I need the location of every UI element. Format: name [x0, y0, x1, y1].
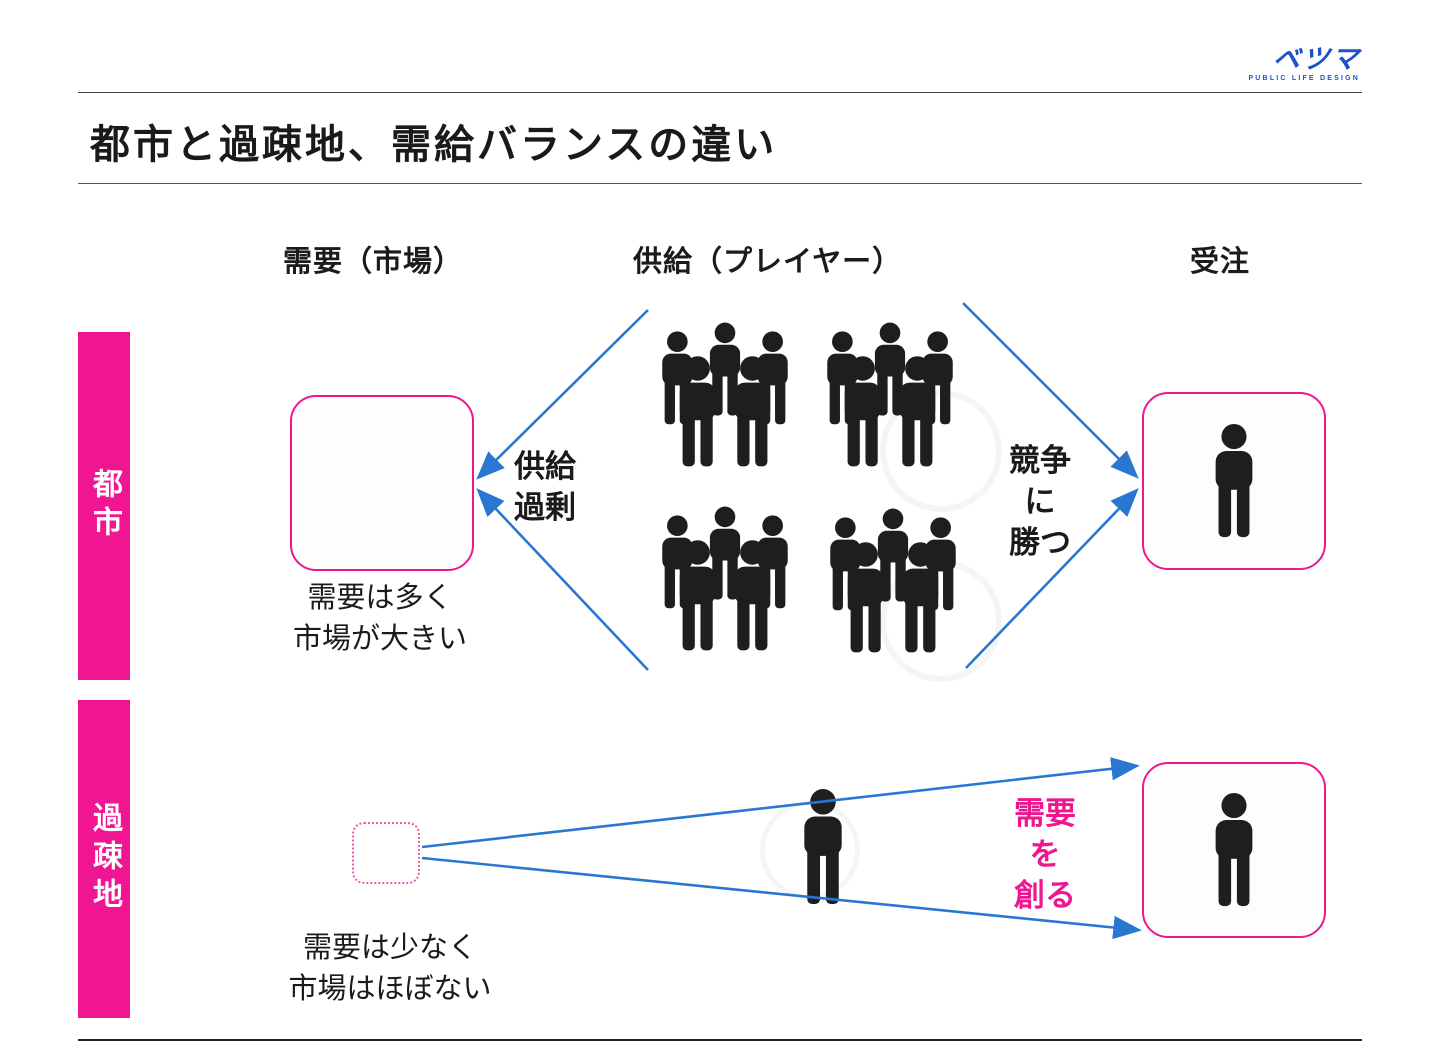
rural-demand-caption: 需要は少なく 市場はほぼない: [255, 928, 525, 1010]
create-demand-line3: 創る: [1014, 878, 1076, 913]
person-icon: [792, 788, 854, 906]
person-icon: [1204, 792, 1264, 908]
top-divider: [78, 92, 1362, 93]
city-demand-box: [290, 395, 474, 571]
create-demand-label: 需要 を 創る: [990, 793, 1100, 916]
crowd-icon: [815, 316, 965, 474]
row-band-city-label: 都市: [88, 468, 121, 544]
create-demand-line2: を: [1029, 837, 1061, 872]
create-demand-line1: 需要: [1014, 796, 1076, 831]
rural-demand-caption-line1: 需要は少なく: [302, 932, 477, 964]
bottom-divider: [78, 1039, 1362, 1041]
row-band-city: 都市: [78, 332, 130, 680]
city-demand-caption-line2: 市場が大きい: [292, 623, 467, 655]
person-icon: [1204, 423, 1264, 539]
column-header-order: 受注: [1190, 246, 1251, 278]
page-title: 都市と過疎地、需給バランスの違い: [90, 123, 778, 167]
city-demand-caption: 需要は多く 市場が大きい: [250, 578, 510, 660]
city-demand-caption-line1: 需要は多く: [307, 582, 453, 614]
title-underline: [78, 183, 1362, 184]
column-header-supply: 供給（プレイヤー）: [633, 246, 903, 278]
city-order-box: [1142, 392, 1326, 570]
win-label-line2: に: [1024, 484, 1056, 519]
crowd-icon: [650, 316, 800, 474]
rural-order-box: [1142, 762, 1326, 938]
rural-demand-caption-line2: 市場はほぼない: [288, 973, 492, 1005]
brand-logo-subtitle: PUBLIC LIFE DESIGN: [1248, 75, 1360, 82]
column-header-demand: 需要（市場）: [283, 246, 464, 278]
row-band-rural: 過疎地: [78, 700, 130, 1018]
win-label-line1: 競争: [1009, 443, 1071, 478]
rural-demand-box: [352, 822, 420, 884]
row-band-rural-label: 過疎地: [88, 802, 121, 916]
win-label-line3: 勝つ: [1009, 525, 1071, 560]
oversupply-label: 供給 過剰: [490, 446, 600, 528]
oversupply-label-line1: 供給: [514, 449, 576, 484]
brand-logo: ベツマ PUBLIC LIFE DESIGN: [1248, 44, 1362, 82]
brand-logo-mark: ベツマ: [1271, 44, 1362, 74]
crowd-icon: [650, 498, 800, 660]
oversupply-label-line2: 過剰: [514, 490, 576, 525]
win-competition-label: 競争 に 勝つ: [985, 440, 1095, 563]
crowd-icon: [818, 500, 968, 662]
